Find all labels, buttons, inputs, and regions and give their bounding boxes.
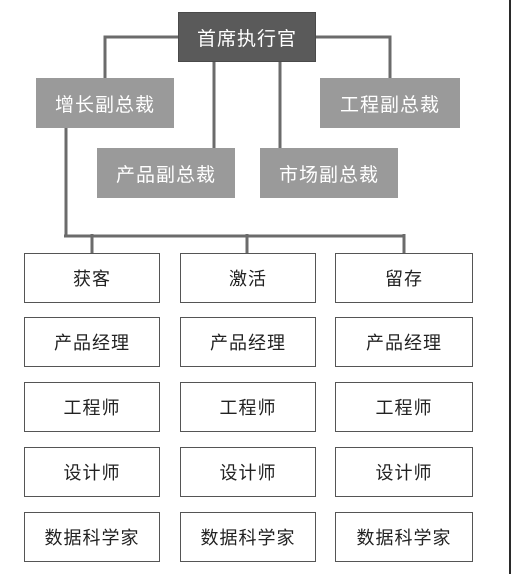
role-label: 数据科学家 bbox=[356, 528, 452, 549]
connector-ceo-growth bbox=[103, 35, 178, 78]
growth-vp-label: 增长副总裁 bbox=[54, 93, 155, 116]
role-cell: 设计师 bbox=[335, 447, 473, 497]
team-name: 获客 bbox=[73, 269, 111, 290]
role-cell: 数据科学家 bbox=[24, 512, 160, 562]
role-label: 产品经理 bbox=[210, 333, 286, 354]
growth-vp-box: 增长副总裁 bbox=[36, 78, 174, 128]
team-header-2: 激活 bbox=[180, 253, 316, 303]
role-cell: 数据科学家 bbox=[180, 512, 316, 562]
marketing-vp-box: 市场副总裁 bbox=[260, 148, 398, 198]
connector-ceo-engineering bbox=[316, 35, 392, 78]
role-label: 设计师 bbox=[219, 463, 277, 484]
role-label: 设计师 bbox=[63, 463, 121, 484]
team-name: 激活 bbox=[229, 269, 267, 290]
role-cell: 设计师 bbox=[180, 447, 316, 497]
engineering-vp-label: 工程副总裁 bbox=[339, 93, 440, 116]
role-label: 产品经理 bbox=[366, 333, 442, 354]
role-cell: 工程师 bbox=[180, 382, 316, 432]
ceo-box: 首席执行官 bbox=[178, 12, 316, 62]
role-label: 数据科学家 bbox=[44, 528, 140, 549]
role-cell: 工程师 bbox=[335, 382, 473, 432]
engineering-vp-box: 工程副总裁 bbox=[320, 78, 460, 128]
team-header-1: 获客 bbox=[24, 253, 160, 303]
product-vp-label: 产品副总裁 bbox=[115, 163, 216, 186]
role-label: 设计师 bbox=[375, 463, 433, 484]
role-cell: 产品经理 bbox=[335, 317, 473, 367]
product-vp-box: 产品副总裁 bbox=[97, 148, 235, 198]
role-label: 工程师 bbox=[375, 398, 433, 419]
role-label: 工程师 bbox=[219, 398, 277, 419]
ceo-label: 首席执行官 bbox=[196, 27, 297, 50]
role-label: 工程师 bbox=[63, 398, 121, 419]
role-cell: 设计师 bbox=[24, 447, 160, 497]
marketing-vp-label: 市场副总裁 bbox=[278, 163, 379, 186]
team-header-3: 留存 bbox=[335, 253, 473, 303]
role-label: 数据科学家 bbox=[200, 528, 296, 549]
role-cell: 数据科学家 bbox=[335, 512, 473, 562]
role-cell: 工程师 bbox=[24, 382, 160, 432]
team-name: 留存 bbox=[385, 269, 423, 290]
role-cell: 产品经理 bbox=[180, 317, 316, 367]
role-cell: 产品经理 bbox=[24, 317, 160, 367]
role-label: 产品经理 bbox=[54, 333, 130, 354]
